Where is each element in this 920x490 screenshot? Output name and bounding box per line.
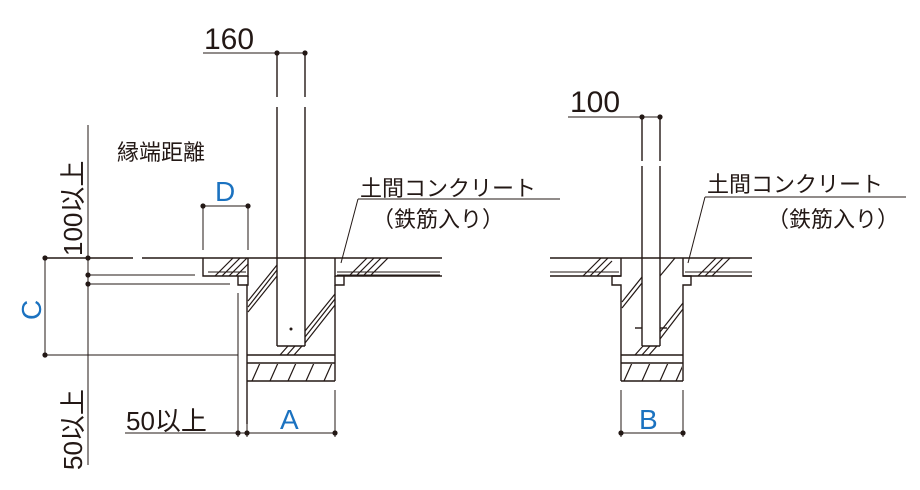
right-detail: 100 土間コンクリート （鉄筋入り） bbox=[550, 86, 906, 437]
slab-right bbox=[550, 257, 752, 277]
edge-distance-label: 縁端距離 bbox=[117, 141, 205, 166]
top-clearance-label: 100以上 bbox=[58, 161, 88, 256]
post-width-label-right: 100 bbox=[570, 86, 620, 119]
foundation-left bbox=[237, 264, 345, 424]
post-left bbox=[276, 53, 306, 347]
dimension-C: C bbox=[16, 255, 88, 358]
post-width-dimension-left: 160 bbox=[203, 23, 308, 56]
dim-B-label: B bbox=[639, 404, 658, 435]
bottom-clearance-label: 50以上 bbox=[58, 389, 88, 470]
concrete-callout-right: 土間コンクリート （鉄筋入り） bbox=[687, 173, 906, 264]
dimension-B: B bbox=[618, 390, 686, 437]
slab-left-a bbox=[202, 257, 249, 277]
concrete-label-left-line2: （鉄筋入り） bbox=[372, 208, 504, 233]
dimension-D: D bbox=[200, 176, 251, 250]
post-width-dimension-right: 100 bbox=[568, 86, 663, 120]
slab-left-b bbox=[334, 257, 442, 277]
post-width-label-left: 160 bbox=[204, 23, 254, 56]
left-detail: 160 縁端距離 D 土間コンクリート （鉄筋入り） bbox=[16, 23, 560, 470]
dimension-A: 50以上 A bbox=[125, 404, 338, 436]
dim-A-label: A bbox=[280, 404, 299, 435]
concrete-callout-left: 土間コンクリート （鉄筋入り） bbox=[340, 177, 560, 264]
concrete-label-right-line1: 土間コンクリート bbox=[707, 173, 883, 198]
dim-D-label: D bbox=[215, 176, 235, 207]
concrete-label-right-line2: （鉄筋入り） bbox=[767, 208, 899, 233]
foundation-right bbox=[611, 257, 692, 382]
post-right bbox=[635, 117, 667, 347]
concrete-label-left-line1: 土間コンクリート bbox=[360, 177, 536, 202]
dim-C-label: C bbox=[16, 300, 47, 320]
side-clearance-label: 50以上 bbox=[126, 406, 207, 436]
